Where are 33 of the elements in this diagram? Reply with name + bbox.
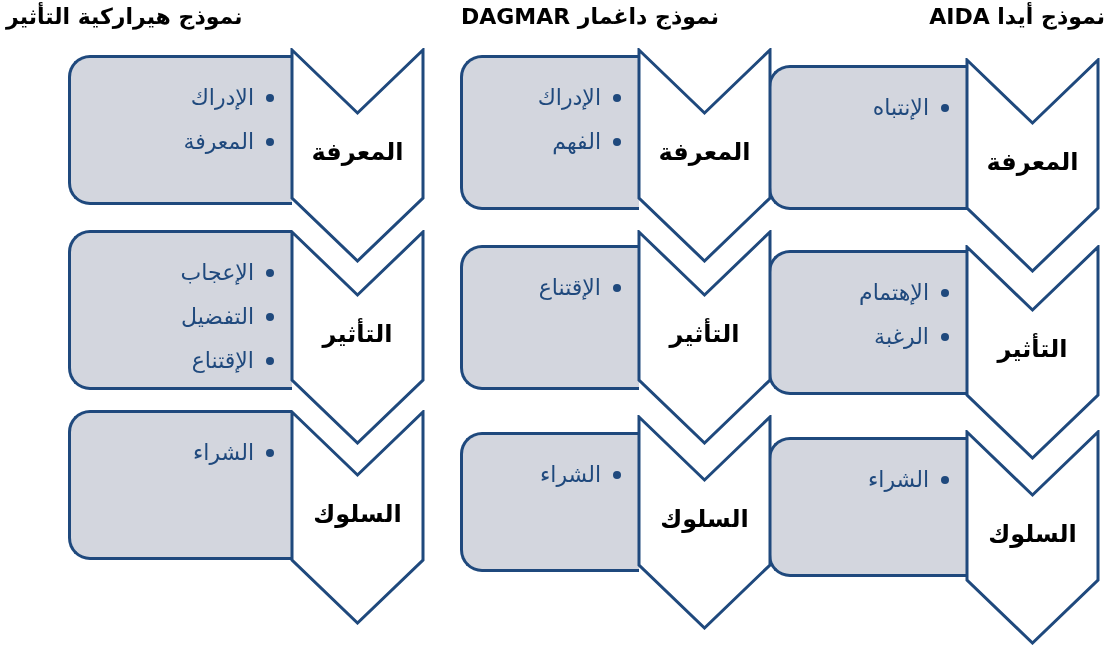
bullet-text: الإعجاب xyxy=(180,259,254,287)
stage-label: المعرفة xyxy=(657,138,752,166)
model-heading: نموذج أيدا AIDA xyxy=(929,4,1105,29)
bullet-text: الرغبة xyxy=(874,323,929,351)
bullet-text: الشراء xyxy=(192,439,254,467)
stage-label: السلوك xyxy=(659,505,750,533)
rounded-box xyxy=(68,55,292,205)
stage-label: السلوك xyxy=(312,500,403,528)
rounded-box xyxy=(768,250,967,395)
bullet-text: الشراء xyxy=(539,461,601,489)
bullet-text: الإهتمام xyxy=(859,279,929,307)
stage-label: المعرفة xyxy=(310,138,405,166)
bullet-text: الإقتناع xyxy=(538,274,601,302)
stage-label: المعرفة xyxy=(985,148,1080,176)
stage-label: السلوك xyxy=(987,520,1078,548)
rounded-box xyxy=(460,245,639,390)
model-heading: نموذج هيراركية التأثير xyxy=(6,4,243,29)
rounded-box xyxy=(460,55,639,210)
bullet-text: الإدراك xyxy=(537,84,601,112)
bullet-text: الإقتناع xyxy=(191,347,254,375)
bullet-text: التفضيل xyxy=(181,303,254,331)
bullet-text: الإنتباه xyxy=(872,94,929,122)
bullet-text: الفهم xyxy=(552,128,601,157)
bullet-text: الإدراك xyxy=(190,84,254,112)
bullet-text: المعرفة xyxy=(183,128,254,156)
model-heading: نموذج داغمار DAGMAR xyxy=(460,4,719,29)
stage-label: التأثير xyxy=(667,320,741,348)
rounded-box xyxy=(68,230,292,390)
rounded-box xyxy=(460,432,639,572)
rounded-box xyxy=(68,410,292,560)
stage-label: التأثير xyxy=(995,335,1069,363)
stage-label: التأثير xyxy=(320,320,394,348)
bullet-text: الشراء xyxy=(867,466,929,494)
